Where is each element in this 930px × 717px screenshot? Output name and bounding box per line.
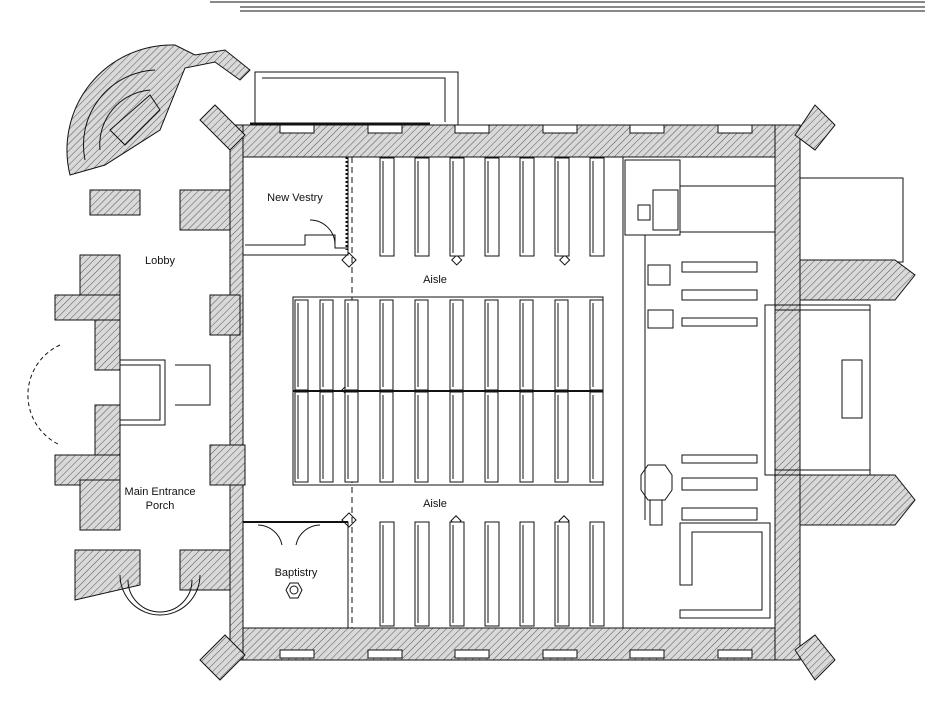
pews — [292, 157, 605, 627]
room-label-baptistry: Baptistry — [275, 567, 318, 579]
pew — [554, 521, 570, 627]
pew — [589, 391, 604, 483]
pew — [519, 299, 534, 391]
pew — [589, 299, 604, 391]
pew — [554, 157, 570, 257]
pew — [449, 299, 464, 391]
pew — [344, 391, 359, 483]
pew — [519, 521, 535, 627]
pew — [294, 299, 309, 391]
pew — [589, 157, 605, 257]
label-aisle-south: Aisle — [423, 498, 447, 510]
pew — [589, 521, 605, 627]
top-border — [210, 1, 925, 12]
north-annex — [250, 71, 459, 126]
west-annex — [27, 189, 246, 616]
chancel — [622, 157, 775, 628]
room-label-lobby: Lobby — [145, 255, 175, 267]
pew — [519, 157, 535, 257]
pulpit — [640, 464, 673, 501]
pew — [519, 391, 534, 483]
pew — [449, 157, 465, 257]
labels: New Vestry Lobby Aisle Aisle Main Entran… — [125, 192, 447, 579]
room-label-new-vestry: New Vestry — [267, 192, 323, 204]
pew — [319, 299, 334, 391]
pew — [484, 299, 499, 391]
pew — [379, 157, 395, 257]
pew — [379, 391, 394, 483]
pew — [449, 521, 465, 627]
pew — [294, 391, 309, 483]
room-label-porch: Porch — [146, 500, 175, 512]
east-annex — [764, 177, 916, 526]
new-vestry — [242, 156, 349, 256]
pew — [484, 157, 500, 257]
room-label-main-entrance: Main Entrance — [125, 486, 196, 498]
pew — [554, 299, 569, 391]
pew — [319, 391, 334, 483]
pew — [344, 299, 359, 391]
font-icon — [285, 582, 303, 599]
baptistry — [242, 521, 349, 629]
pew — [484, 391, 499, 483]
pew — [414, 391, 429, 483]
pew — [449, 391, 464, 483]
spiral-stair — [66, 44, 251, 176]
label-aisle-north: Aisle — [423, 274, 447, 286]
pew — [379, 299, 394, 391]
pew — [554, 391, 569, 483]
pew — [414, 521, 430, 627]
pew — [484, 521, 500, 627]
pew — [379, 521, 395, 627]
nave-walls — [199, 104, 836, 681]
pew — [414, 299, 429, 391]
pew — [414, 157, 430, 257]
